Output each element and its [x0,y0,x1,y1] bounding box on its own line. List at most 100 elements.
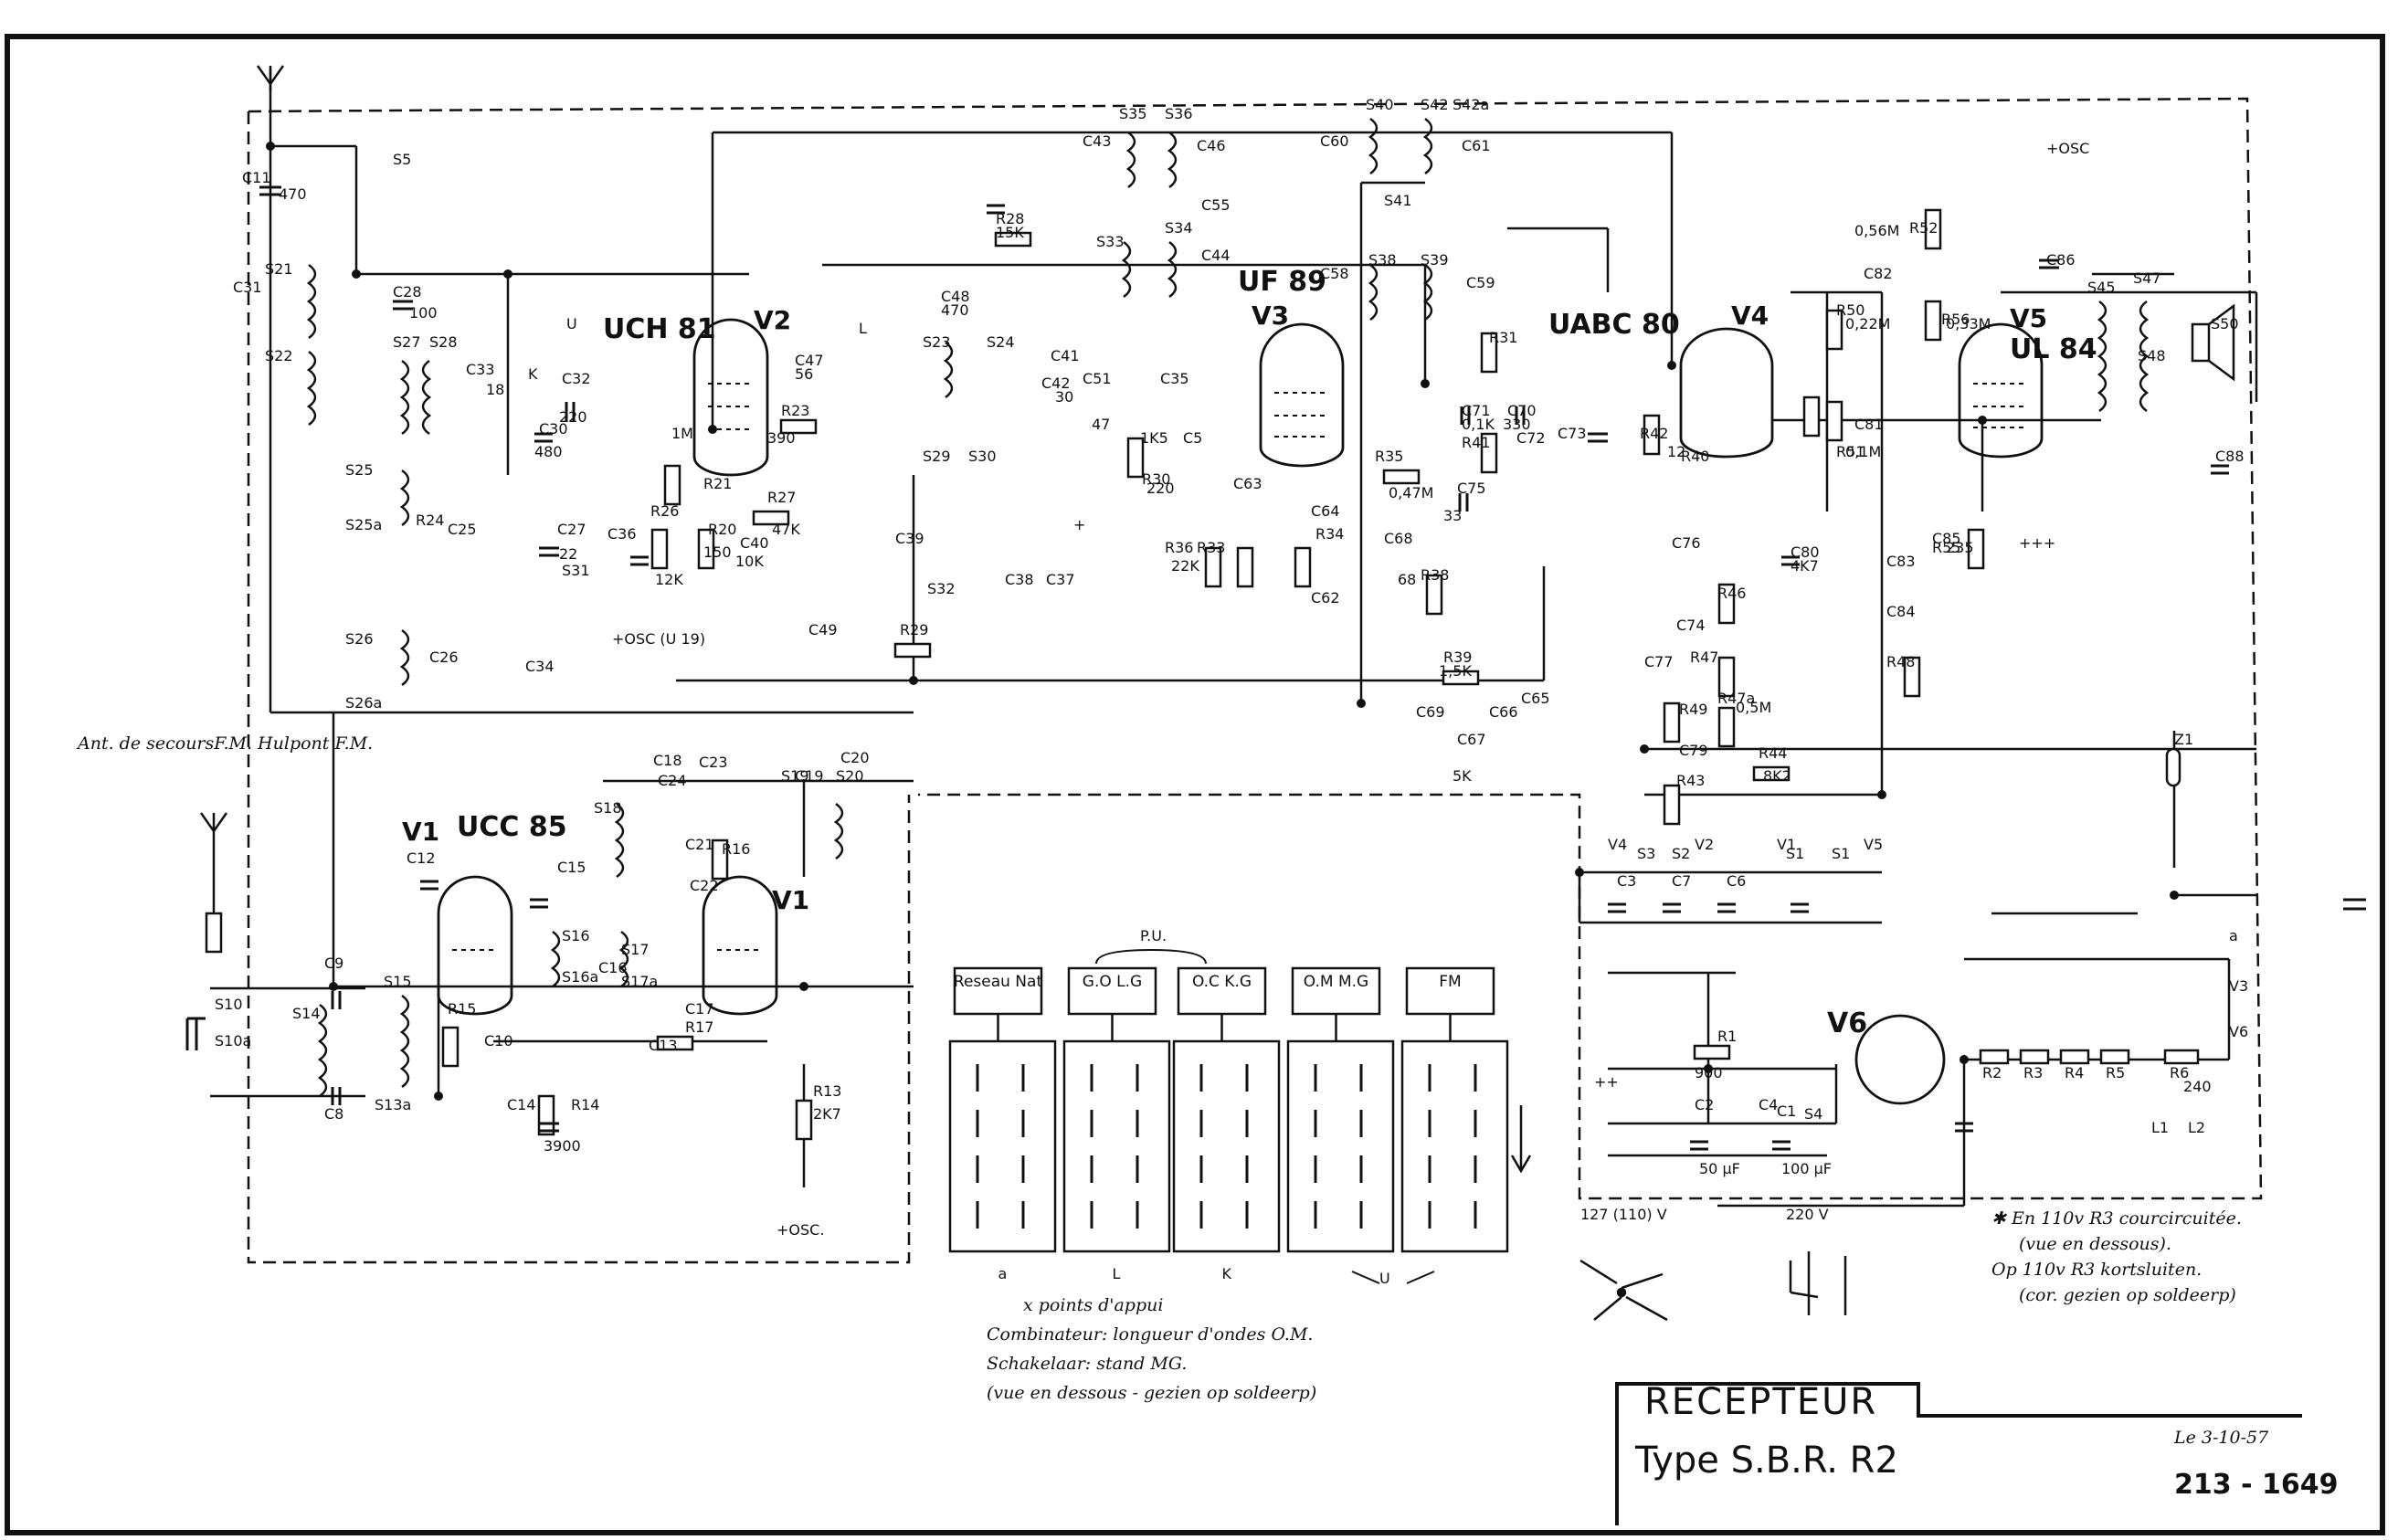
supply-label: +OSC (U 19) [612,630,705,648]
component-label: C77 [1644,653,1674,670]
component-label: S10 [215,996,243,1013]
component-label: Z1 [2174,731,2193,748]
value-label: 470 [941,301,969,319]
panel-group-brace [1095,948,1207,965]
heater-label: S1 [1832,845,1850,862]
title-line-2: Type S.B.R. R2 [1634,1440,1898,1482]
tube-v3-envelope [1259,322,1345,468]
value-label: 1M [671,425,693,442]
value-label: 220 [1146,480,1175,497]
value-label: 0,47M [1389,484,1433,501]
component-label: C85 [1932,530,1961,547]
heater-label: V4 [1608,836,1627,853]
component-label: C64 [1311,502,1340,520]
component-label: C63 [1233,475,1262,492]
component-label: C1 [1777,1102,1796,1120]
component-label: R29 [900,621,928,638]
value-label: 33 [1443,507,1462,524]
component-label: R30 [1142,470,1170,488]
heater-label: V3 [2229,977,2248,995]
panel-note: (vue en dessous - gezien op soldeerp) [987,1383,1316,1403]
component-label: C44 [1201,247,1231,264]
panel-letter: a [998,1265,1008,1282]
component-label: S18 [594,799,622,817]
component-label: C55 [1201,196,1231,214]
supply-label: +OSC [2046,140,2089,157]
value-label: 330 [1503,416,1531,433]
component-label: R27 [767,489,796,506]
tube-v2-name: UCH 81 [603,313,716,345]
component-label: C47 [795,352,824,369]
value-label: 235 [1946,539,1974,556]
value-label: 2K7 [813,1105,841,1123]
component-label: S15 [384,973,412,990]
value-label: 5K [1453,767,1472,785]
value-label: 220 [559,408,587,426]
component-label: C68 [1384,530,1413,547]
value-label: 150 [703,543,732,561]
component-label: C23 [699,754,728,771]
value-label: 1,5K [1439,662,1472,680]
component-label: C21 [685,836,714,853]
component-label: C49 [808,621,838,638]
value-label: 390 [767,429,796,447]
component-label: S40 [1366,96,1394,113]
coils [306,117,2150,1098]
antenna-note: Ant. de secoursF.M. Hulpont F.M. [76,733,373,754]
heater-label: V2 [1695,836,1714,853]
component-label: R20 [708,521,736,538]
component-label: C83 [1886,553,1916,570]
component-label: S17a [621,973,658,990]
tube-v6-envelope [1854,1014,1946,1105]
component-label: C67 [1457,731,1486,748]
component-label: S30 [968,448,997,465]
component-label: S48 [2138,347,2166,364]
antenna-icon [199,65,285,913]
tube-v1-second-id: V1 [772,885,809,915]
component-label: S2 [1672,845,1690,862]
value-label: 68 [1398,571,1416,588]
component-label: L2 [2188,1119,2205,1136]
component-label: C72 [1516,429,1546,447]
component-label: R2 [1982,1064,2002,1081]
panel-header: O.C K.G [1192,973,1252,991]
tube-v4-name: UABC 80 [1548,309,1680,341]
component-label: C37 [1046,571,1075,588]
value-label: 56 [795,365,813,383]
component-label: S47 [2133,269,2161,287]
component-label: C60 [1320,132,1349,150]
component-label: C51 [1083,370,1112,387]
panel-letter: L [1113,1265,1121,1282]
component-label: C14 [507,1096,536,1113]
component-label: C32 [562,370,591,387]
component-label: R44 [1759,744,1787,762]
value-label: 22K [1171,557,1199,575]
component-label: S45 [2087,279,2116,296]
capacitors [259,185,2229,1151]
value-label: 4K7 [1791,557,1819,575]
component-label: C88 [2215,448,2245,465]
component-label: R56 [1941,311,1970,328]
panel-scroll-arrow [1510,1105,1532,1174]
supply-label: +++ [2019,534,2055,552]
component-label: R13 [813,1082,841,1100]
component-label: S34 [1165,219,1193,237]
title-block [1615,1382,2302,1525]
component-label: S29 [923,448,951,465]
value-label: 1K5 [1140,429,1168,447]
tube-v2-id: V2 [754,305,791,335]
component-label: R49 [1679,701,1707,718]
component-label: C17 [685,1000,714,1018]
component-label: R28 [996,210,1024,227]
resistors [205,208,2200,1141]
component-label: S13a [375,1096,411,1113]
component-label: C41 [1051,347,1080,364]
component-label: C7 [1672,872,1691,890]
component-label: C33 [466,361,495,378]
tube-v4-id: V4 [1731,301,1769,331]
